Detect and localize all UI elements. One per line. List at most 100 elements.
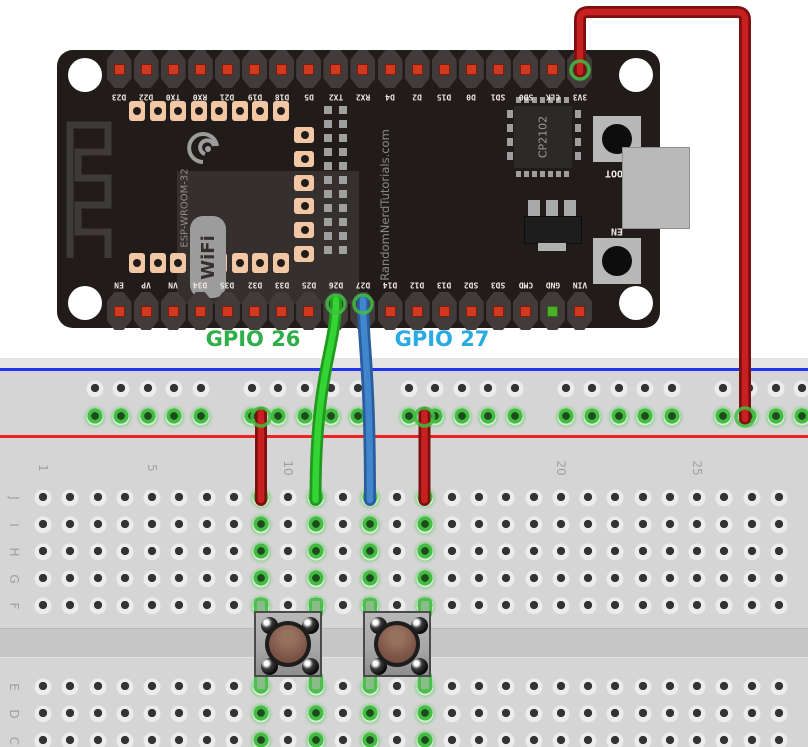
rail-hole [767, 408, 785, 426]
breadboard-hole [497, 678, 515, 696]
antenna-trace [66, 121, 219, 258]
breadboard-hole [470, 516, 488, 534]
row-letter-label: I [7, 523, 21, 527]
breadboard-hole [34, 489, 52, 507]
breadboard-hole [170, 597, 188, 615]
gpio26-label: GPIO 26 [205, 327, 301, 351]
breadboard-hole [388, 705, 406, 723]
breadboard-hole [497, 489, 515, 507]
breadboard-hole [743, 705, 760, 723]
rail-hole [453, 380, 471, 398]
breadboard-hole [579, 516, 597, 534]
breadboard-hole [525, 489, 542, 507]
breadboard-hole [497, 570, 515, 588]
breadboard-hole [470, 570, 488, 588]
esp32-pin-contact-d14 [384, 306, 396, 317]
esp32-pin-label: D26 [328, 280, 344, 290]
breadboard-hole [715, 489, 733, 507]
breadboard-hole [143, 570, 161, 588]
breadboard-hole [416, 543, 433, 561]
breadboard-hole [225, 516, 243, 534]
breadboard-hole [34, 732, 52, 747]
breadboard-hole [143, 597, 161, 615]
esp32-pin-label: SD0 [518, 92, 533, 102]
breadboard-hole [688, 570, 706, 588]
breadboard-hole [361, 516, 379, 534]
breadboard-hole [661, 678, 679, 696]
button-cap [265, 621, 312, 667]
rail-hole [243, 380, 261, 398]
breadboard-hole [198, 543, 215, 561]
breadboard-hole [116, 732, 134, 747]
rail-hole [506, 380, 524, 398]
breadboard-hole [61, 543, 79, 561]
module-pad [294, 174, 314, 191]
breadboard-hole [116, 678, 134, 696]
rail-hole [426, 380, 444, 398]
breadboard-hole [661, 570, 679, 588]
breadboard-hole [525, 732, 542, 747]
breadboard-hole [552, 597, 570, 615]
esp32-pin-label: D13 [436, 280, 452, 290]
row-letter-label: F [7, 602, 21, 610]
breadboard-hole [334, 570, 352, 588]
rail-hole [400, 380, 418, 398]
breadboard-hole [388, 678, 406, 696]
esp32-pin-label: CLK [545, 92, 560, 102]
button-corner-pin [302, 658, 320, 675]
breadboard-hole [252, 489, 270, 507]
column-number-label: 20 [553, 460, 568, 476]
button-corner-pin [411, 658, 429, 675]
breadboard-hole [388, 489, 406, 507]
esp32-pin-label: 3V3 [572, 92, 587, 102]
rail-hole [426, 408, 444, 426]
breadboard-hole [279, 732, 297, 747]
esp32-pin-label: RX0 [193, 92, 208, 102]
breadboard-hole [279, 489, 297, 507]
esp32-pin-label: D23 [111, 92, 127, 102]
breadboard-hole [606, 597, 624, 615]
breadboard-hole [143, 489, 161, 507]
breadboard-hole [89, 489, 106, 507]
rail-hole [86, 380, 104, 398]
breadboard-hole [525, 678, 542, 696]
breadboard-hole [170, 732, 188, 747]
esp32-pin-label: D25 [301, 280, 316, 290]
espressif-logo-icon [205, 146, 211, 152]
breadboard-hole [388, 543, 406, 561]
module-pad [252, 101, 268, 121]
rail-hole [349, 380, 367, 398]
breadboard-hole [143, 705, 161, 723]
esp32-pin-contact-en [113, 306, 125, 317]
breadboard-hole [388, 516, 406, 534]
rail-hole [663, 408, 681, 426]
breadboard-hole [661, 597, 679, 615]
usb-connector [622, 147, 690, 229]
breadboard-hole [579, 705, 597, 723]
breadboard-hole [770, 732, 788, 747]
breadboard-hole [606, 705, 624, 723]
breadboard-hole [307, 543, 324, 561]
breadboard-hole [225, 732, 243, 747]
rail-hole [86, 408, 104, 426]
breadboard-hole [552, 732, 570, 747]
breadboard-hole [661, 543, 679, 561]
row-letter-label: D [7, 709, 21, 719]
breadboard-hole [579, 543, 597, 561]
breadboard-hole [334, 678, 352, 696]
breadboard-hole [552, 705, 570, 723]
breadboard-hole [279, 705, 297, 723]
breadboard-hole [334, 489, 352, 507]
esp32-pin-label: D15 [436, 92, 452, 102]
breadboard-hole [416, 732, 433, 747]
breadboard-hole [606, 516, 624, 534]
esp32-pin-contact-rx0 [194, 64, 206, 75]
rail-hole [192, 380, 210, 398]
esp32-pin-label: D2 [412, 92, 422, 102]
esp32-pin-label: D27 [355, 280, 371, 290]
breadboard-hole [279, 597, 297, 615]
esp32-pin-label: D14 [382, 280, 398, 290]
breadboard-hole [715, 597, 733, 615]
breadboard-hole [198, 570, 215, 588]
esp32-pin-label: TX2 [328, 92, 344, 102]
